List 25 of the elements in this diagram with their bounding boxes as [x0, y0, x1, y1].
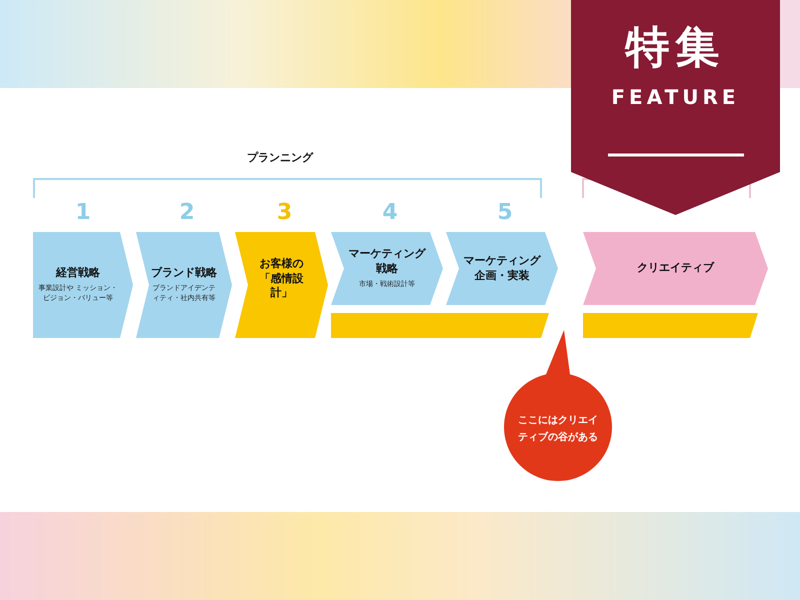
highlight-bar [583, 313, 758, 338]
step-number: 1 [74, 200, 92, 225]
speech-bubble [503, 330, 613, 482]
step-title: ブランド戦略 [151, 266, 217, 281]
callout-text: ここにはクリエイティブの谷がある [517, 414, 599, 445]
step-panel [331, 232, 443, 305]
step-title: 経営戦略 [56, 266, 100, 281]
step-number: 5 [496, 200, 514, 225]
step-title: クリエイティブ [637, 261, 714, 276]
step-panel [446, 232, 558, 305]
step-panel [33, 232, 133, 338]
step-number: 3 [276, 200, 294, 225]
step-number: 4 [381, 200, 399, 225]
banner-subtitle: FEATURE [611, 84, 740, 109]
bracket-label: プランニング [246, 150, 314, 165]
step-title: マーケティング戦略 [348, 247, 427, 278]
highlight-bar [331, 313, 549, 338]
step-title: マーケティング企画・実装 [462, 254, 542, 284]
feature-banner [571, 0, 780, 215]
step-panel [136, 232, 232, 338]
step-panel [235, 232, 328, 338]
step-panel [583, 232, 768, 305]
banner-title: 特集 [626, 22, 726, 75]
step-number: 2 [178, 200, 196, 225]
step-title: お客様の「感情設計」 [258, 256, 304, 302]
